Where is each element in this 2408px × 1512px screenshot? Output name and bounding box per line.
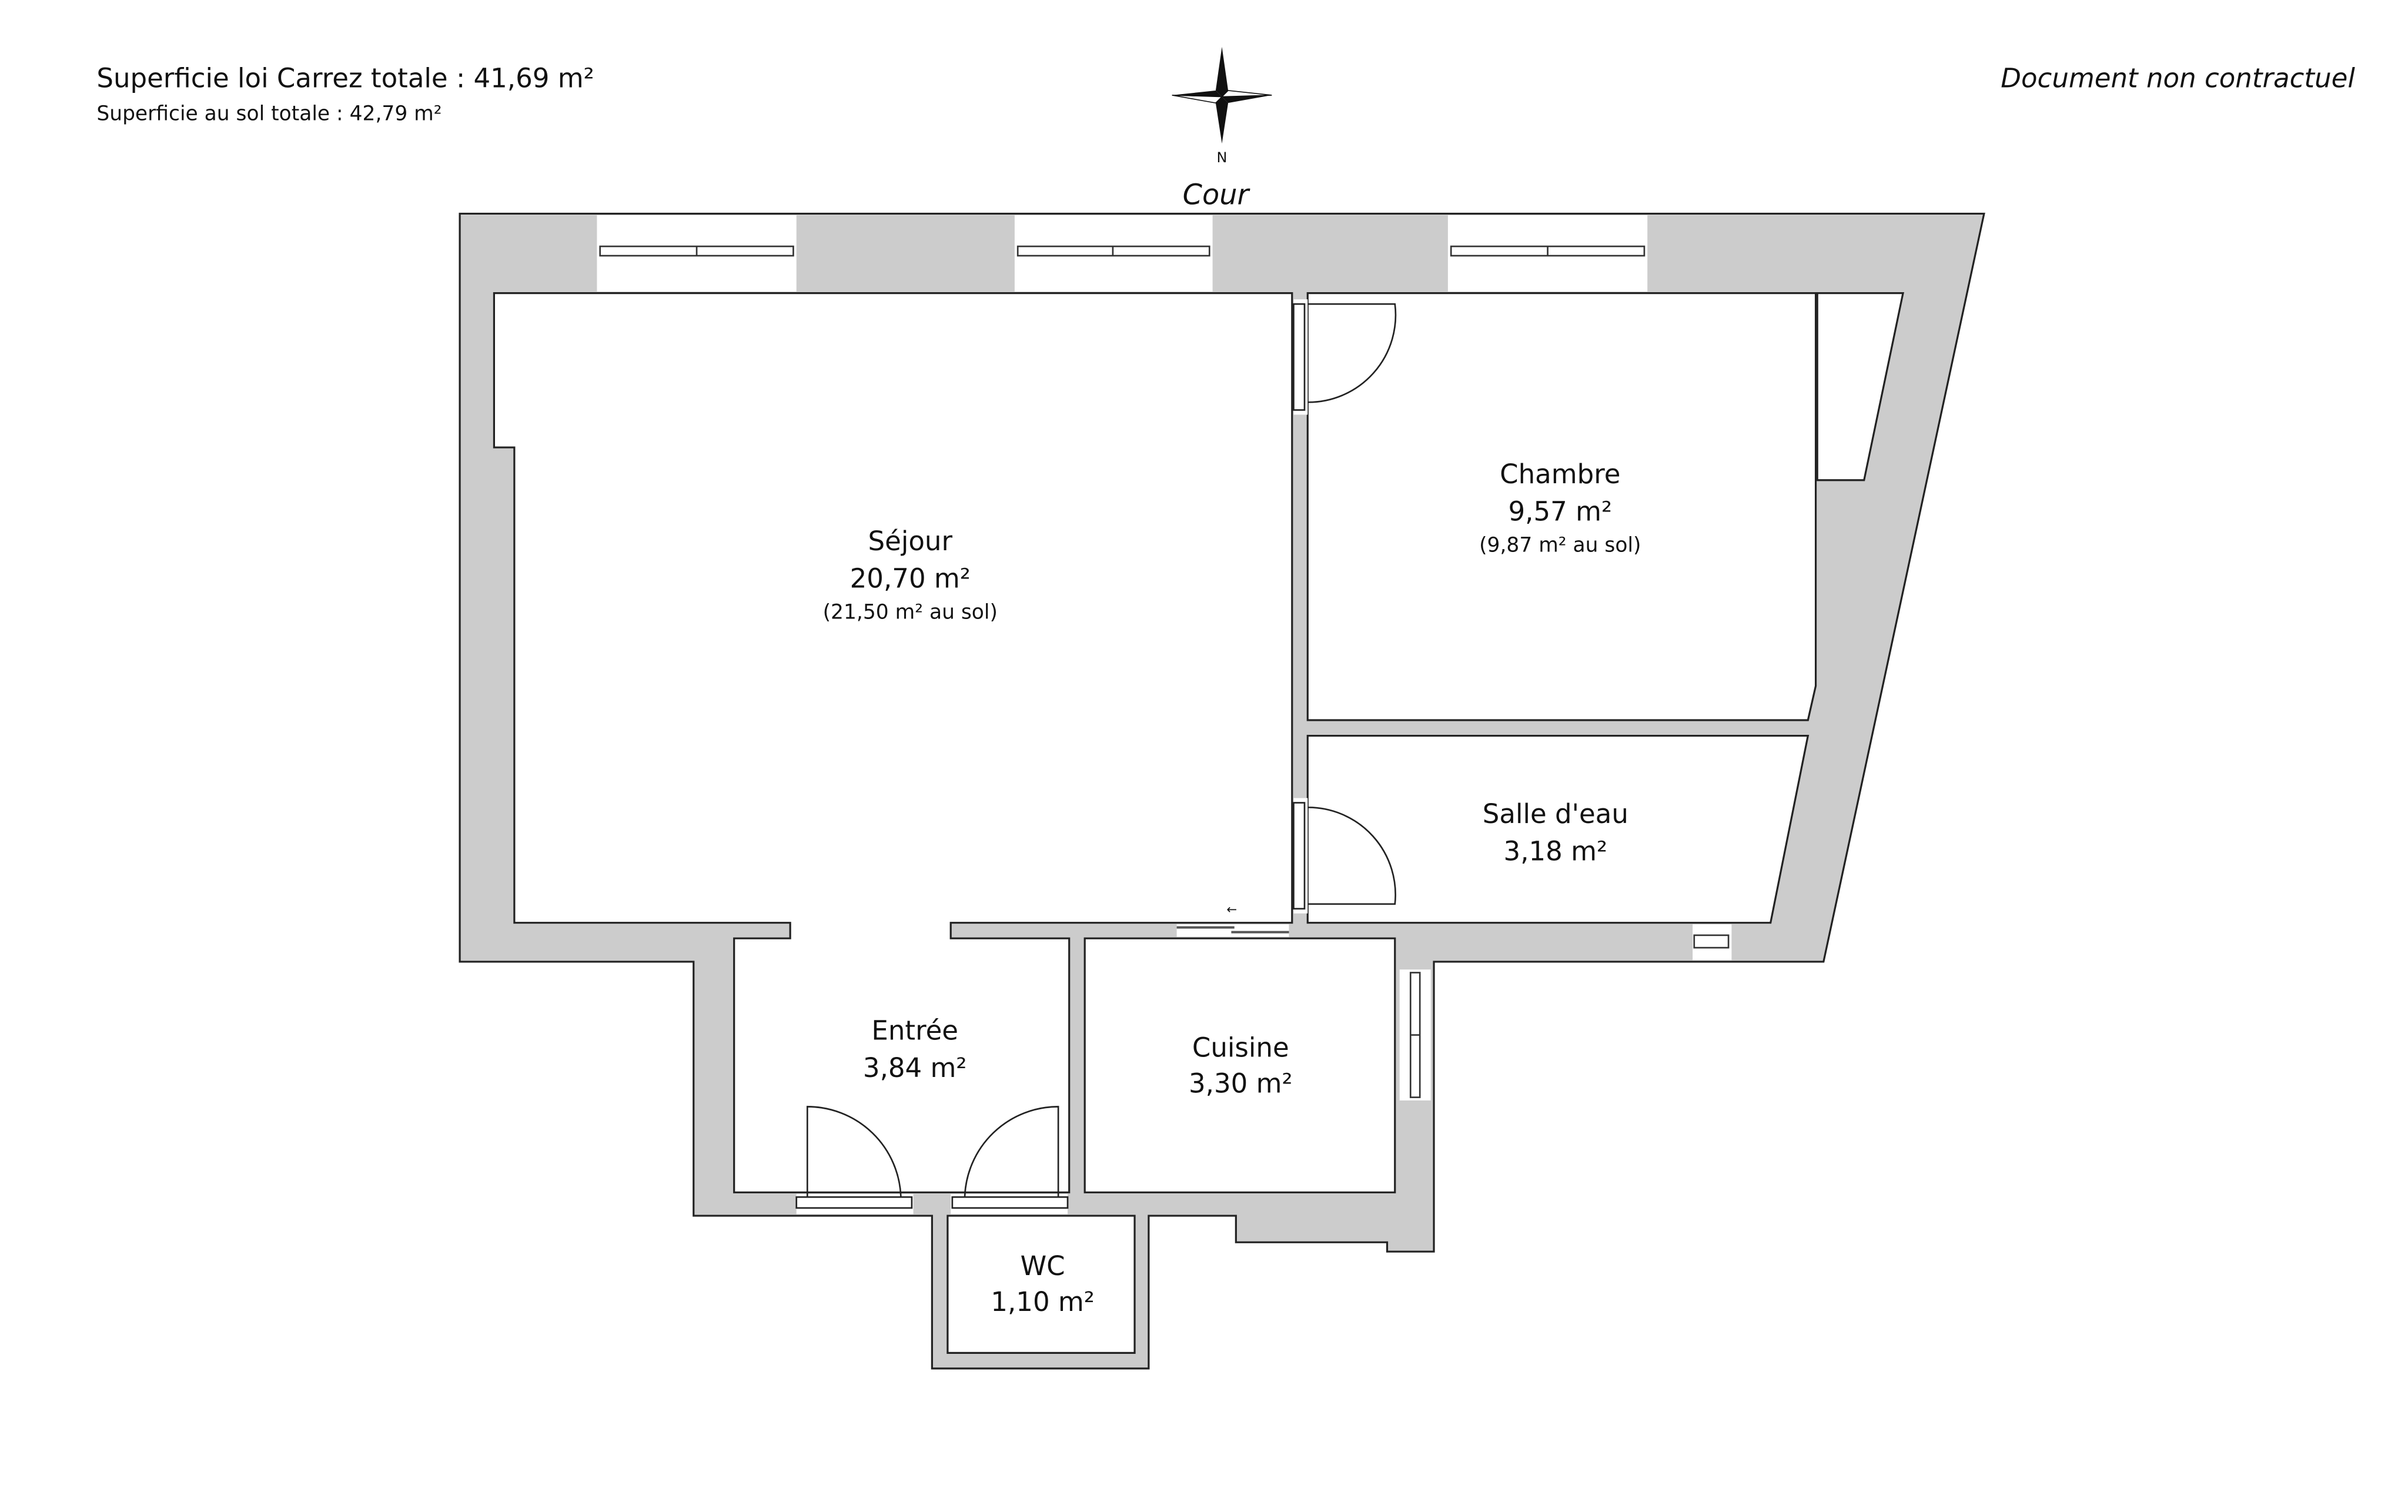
sliding-door-cuisine[interactable]: ←	[1176, 902, 1289, 937]
closet	[1816, 292, 1904, 481]
room-area-entree: 3,84 m²	[863, 1052, 967, 1083]
window	[1014, 215, 1213, 292]
svg-text:←: ←	[1226, 902, 1237, 916]
room-name-cuisine: Cuisine	[1192, 1032, 1289, 1063]
room-name-wc: WC	[1021, 1250, 1065, 1282]
vent	[1693, 924, 1732, 961]
door-wc[interactable]	[951, 1106, 1069, 1215]
door-salle-deau[interactable]	[1293, 798, 1396, 914]
room-sejour-entree	[493, 292, 1293, 1193]
room-floor-area-sejour: (21,50 m² au sol)	[823, 601, 998, 624]
room-cuisine	[1083, 937, 1396, 1193]
room-wc	[947, 1215, 1136, 1354]
room-area-sejour: 20,70 m²	[850, 563, 971, 594]
room-area-cuisine: 3,30 m²	[1189, 1068, 1293, 1099]
carrez-total: Superficie loi Carrez totale : 41,69 m²	[96, 63, 594, 94]
orientation-label: Cour	[1183, 179, 1251, 211]
room-name-entree: Entrée	[871, 1015, 958, 1046]
window	[1447, 215, 1648, 292]
window	[1399, 969, 1431, 1100]
room-area-salle-deau: 3,18 m²	[1504, 836, 1608, 867]
room-chambre	[1306, 292, 1817, 721]
compass-north-label: N	[1217, 149, 1228, 166]
room-name-chambre: Chambre	[1500, 459, 1620, 490]
sol-total: Superficie au sol totale : 42,79 m²	[96, 102, 442, 125]
disclaimer: Document non contractuel	[2001, 63, 2355, 94]
door-entree[interactable]	[795, 1106, 914, 1215]
room-floor-area-chambre: (9,87 m² au sol)	[1479, 534, 1641, 557]
door-chambre[interactable]	[1293, 299, 1397, 415]
compass-icon	[1172, 46, 1272, 144]
room-name-salle-deau: Salle d'eau	[1483, 798, 1628, 829]
window	[597, 215, 797, 292]
room-area-wc: 1,10 m²	[991, 1286, 1095, 1317]
room-name-sejour: Séjour	[868, 526, 953, 557]
room-area-chambre: 9,57 m²	[1509, 496, 1613, 527]
